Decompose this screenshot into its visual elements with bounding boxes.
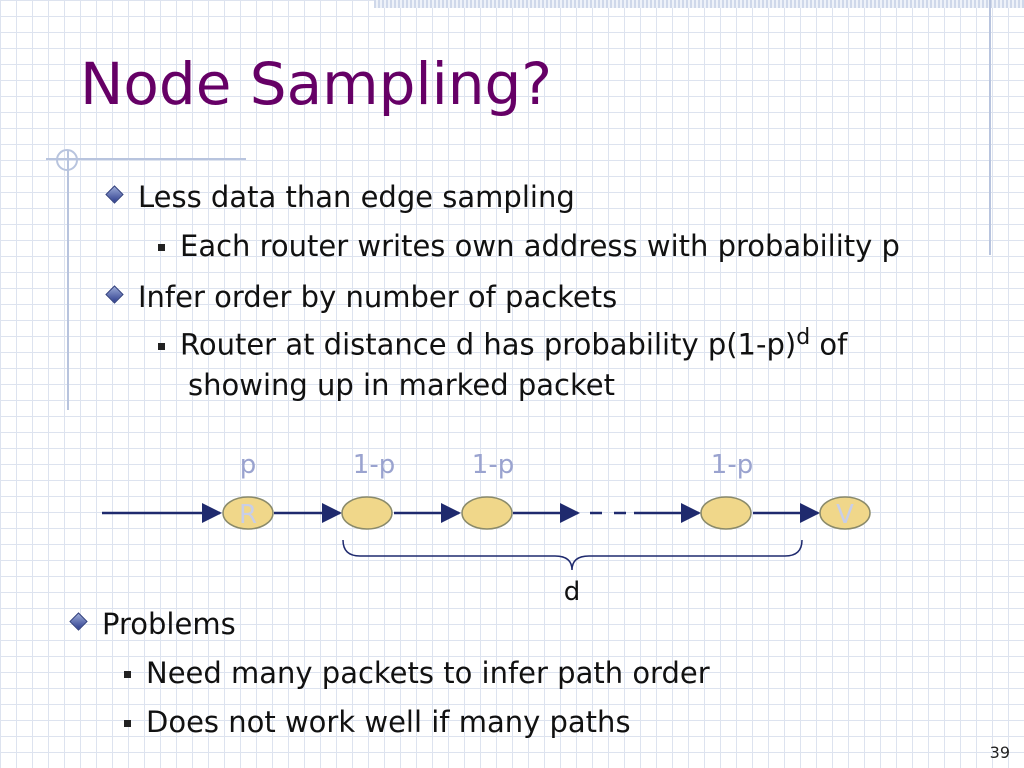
- slide-title: Node Sampling?: [80, 50, 553, 118]
- bullet-text: Does not work well if many paths: [146, 705, 631, 739]
- probability-label: 1-p: [711, 450, 753, 480]
- page-number: 39: [989, 743, 1010, 762]
- bullet-many-paths: Does not work well if many paths: [124, 705, 631, 739]
- bullet-router-distance: Router at distance d has probability p(1…: [158, 325, 847, 362]
- bullet-problems: Problems: [69, 607, 236, 641]
- bullet-text: Infer order by number of packets: [138, 280, 618, 314]
- distance-label: d: [564, 577, 581, 607]
- diamond-bullet-icon: [69, 612, 88, 631]
- title-underline-rule: [46, 158, 246, 160]
- router-node-r: [222, 496, 274, 530]
- square-bullet-icon: [158, 342, 165, 350]
- left-vertical-rule: [67, 150, 69, 410]
- bullet-infer-order: Infer order by number of packets: [105, 280, 618, 314]
- probability-label: 1-p: [472, 450, 514, 480]
- victim-node-v: [819, 496, 871, 530]
- bullet-less-data: Less data than edge sampling: [105, 180, 575, 214]
- crosshair-ornament-icon: [56, 149, 78, 171]
- square-bullet-icon: [158, 244, 165, 251]
- top-decorative-band: [374, 0, 1024, 8]
- superscript-d: d: [796, 325, 811, 350]
- node-label-v: V: [836, 500, 854, 530]
- bullet-router-distance-line2: showing up in marked packet: [188, 368, 615, 402]
- bullet-text: Each router writes own address with prob…: [180, 229, 900, 263]
- probability-label: 1-p: [353, 450, 395, 480]
- probability-label: p: [240, 450, 257, 480]
- bullet-text-tail: of: [810, 327, 848, 362]
- square-bullet-icon: [124, 671, 131, 678]
- bullet-text: Need many packets to infer path order: [146, 656, 710, 690]
- bullet-text: Problems: [102, 607, 236, 641]
- bullet-text: Router at distance d has probability p(1…: [180, 327, 797, 362]
- right-vertical-rule: [989, 0, 991, 255]
- distance-brace: [342, 539, 803, 571]
- bullet-need-many-packets: Need many packets to infer path order: [124, 656, 710, 690]
- square-bullet-icon: [124, 720, 131, 727]
- bullet-text: Less data than edge sampling: [138, 180, 575, 214]
- router-node: [461, 496, 513, 530]
- node-label-r: R: [239, 500, 257, 530]
- bullet-each-router: Each router writes own address with prob…: [158, 229, 900, 263]
- router-node: [341, 496, 393, 530]
- router-node: [700, 496, 752, 530]
